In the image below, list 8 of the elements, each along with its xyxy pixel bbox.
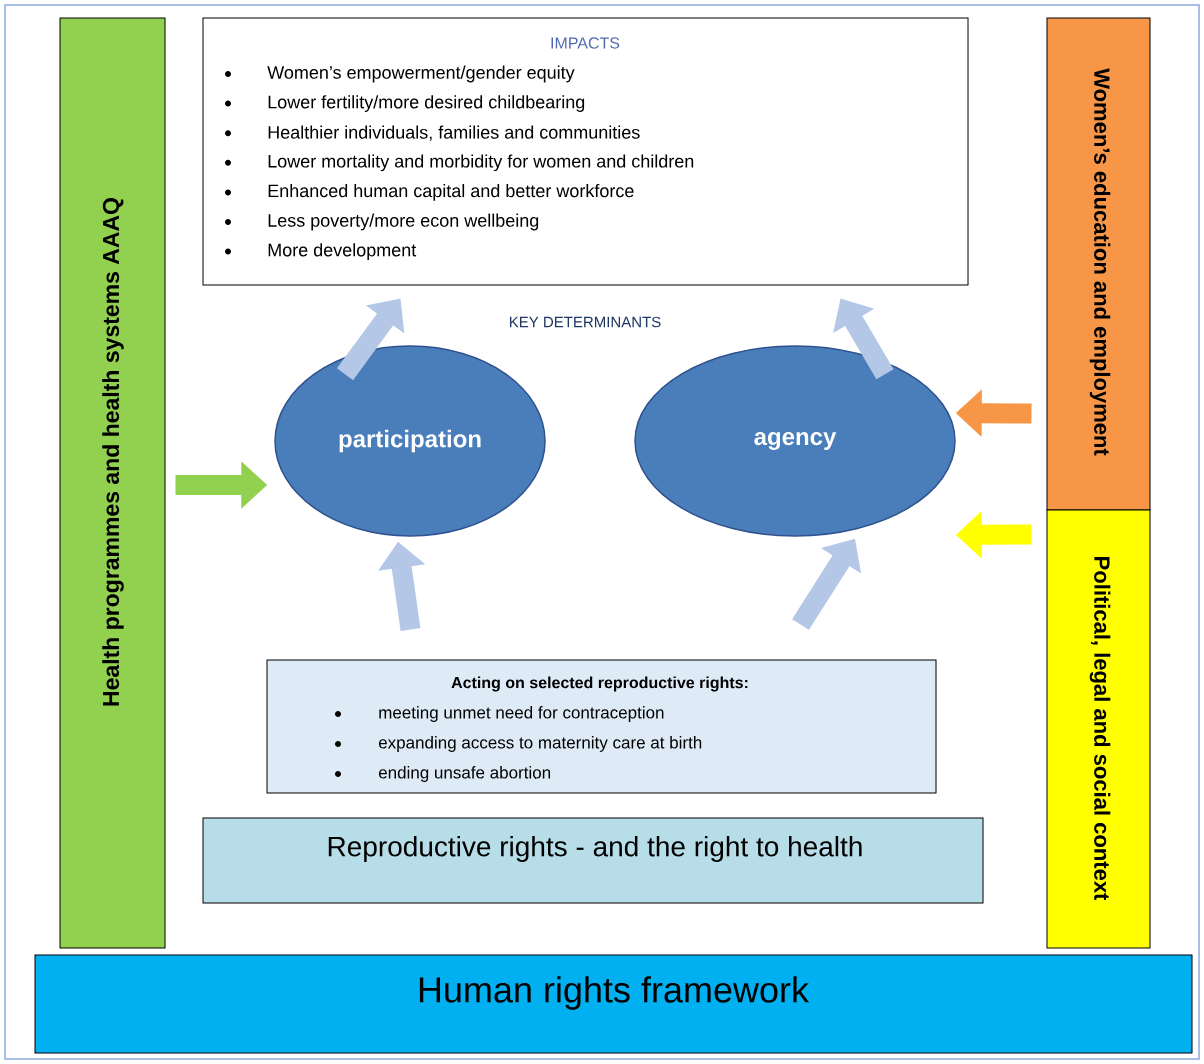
side-bar: Health programmes and health systems AAAQ [59, 17, 166, 949]
rights-box: Reproductive rights - and the right to health [202, 817, 984, 904]
side-bar: Political, legal and social context [1046, 509, 1151, 949]
actions-box: Acting on selected reproductive rights: meeting unmet need for contraception expanding access to maternity care at birth ending unsafe abortion [266, 659, 937, 794]
framework-band: Human rights framework [34, 954, 1193, 1054]
side-bar: Women’s education and employment [1046, 17, 1151, 511]
section-heading: KEY DETERMINANTS [509, 316, 661, 328]
impacts-box: IMPACTS Women’s empowerment/gender equity Lower fertility/more desired childbearing Healthier individuals, families and communities Lower mortality and morbidity for women and children Enhanced human capital and better workforce Less poverty/more econ wellbeing More development [202, 17, 969, 286]
